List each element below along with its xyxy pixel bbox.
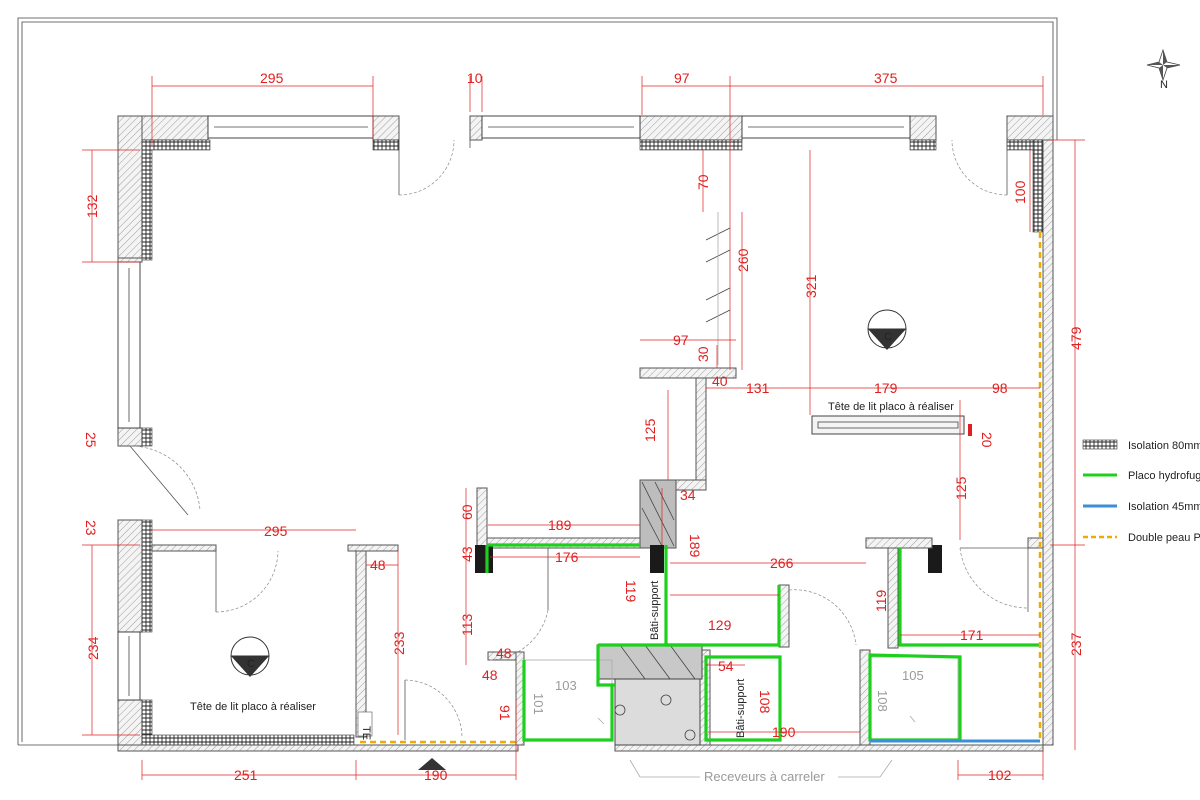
dim-179: 179 — [874, 380, 898, 396]
section-marker-left-label: C — [247, 658, 255, 670]
te-label: TE — [360, 726, 372, 740]
section-marker-right-label: C — [884, 331, 892, 343]
dim-101: 101 — [531, 693, 546, 715]
dim-125-right: 125 — [953, 476, 969, 500]
entrance-marker — [418, 758, 446, 770]
terrace-outline — [17, 17, 1058, 746]
bati-support-label-1: Bâti-support — [649, 581, 661, 640]
dim-171: 171 — [960, 627, 984, 643]
bed-head-right — [811, 415, 965, 435]
dim-132: 132 — [84, 194, 100, 218]
dim-103: 103 — [555, 678, 577, 693]
dim-233: 233 — [391, 631, 407, 655]
dim-237: 237 — [1068, 632, 1084, 656]
dim-125-left: 125 — [642, 418, 658, 442]
legend-label-isolation-80: Isolation 80mm — [1128, 440, 1200, 452]
dim-54: 54 — [718, 658, 734, 674]
dim-60: 60 — [459, 504, 475, 520]
dim-40: 40 — [712, 373, 728, 389]
dimension-lines — [82, 76, 1085, 780]
dim-190-in: 190 — [772, 724, 796, 740]
dim-119-b: 119 — [873, 589, 889, 612]
dim-321: 321 — [803, 274, 819, 298]
dim-251: 251 — [234, 767, 258, 783]
dim-48-b: 48 — [496, 645, 512, 661]
dim-108-a: 108 — [757, 690, 773, 714]
legend-label-isolation-45: Isolation 45mm — [1128, 501, 1200, 513]
windows — [117, 115, 911, 701]
dim-48-c: 48 — [482, 667, 498, 683]
dim-479: 479 — [1068, 326, 1084, 350]
grey-dimension-labels: 103 101 105 108 — [531, 668, 924, 715]
dim-295-bottom: 295 — [264, 523, 288, 539]
dim-10: 10 — [467, 70, 483, 86]
dim-189-h: 189 — [548, 517, 572, 533]
exterior-walls — [117, 115, 1054, 752]
section-marker-right: C — [867, 309, 907, 350]
north-label: N — [1160, 79, 1168, 91]
dim-23: 23 — [83, 520, 99, 536]
legend: Isolation 80mm Placo hydrofuge Isolation… — [1082, 439, 1200, 544]
dim-25: 25 — [83, 432, 99, 448]
dim-43: 43 — [459, 546, 475, 562]
dim-48-a: 48 — [370, 557, 386, 573]
north-arrow: N — [1146, 48, 1181, 91]
legend-swatch-isolation-80 — [1082, 439, 1118, 450]
dim-97-mid: 97 — [673, 332, 689, 348]
dim-30: 30 — [695, 346, 711, 362]
dim-260: 260 — [735, 248, 751, 272]
dim-375: 375 — [874, 70, 898, 86]
dim-113: 113 — [459, 613, 475, 636]
dim-97-top: 97 — [674, 70, 690, 86]
dim-190-bottom: 190 — [424, 767, 448, 783]
dim-131: 131 — [746, 380, 770, 396]
dim-189-v: 189 — [687, 534, 703, 558]
dim-295-top: 295 — [260, 70, 284, 86]
bed-head-label-right: Tête de lit placo à réaliser — [828, 401, 954, 413]
section-marker-left: C — [230, 636, 270, 677]
dim-100: 100 — [1012, 180, 1028, 204]
receveurs-label: Receveurs à carreler — [704, 769, 825, 784]
dim-176: 176 — [555, 549, 579, 565]
dim-70: 70 — [695, 174, 711, 190]
interior-walls — [151, 367, 1044, 746]
bed-head-label-left: Tête de lit placo à réaliser — [190, 701, 316, 713]
dim-34: 34 — [680, 487, 696, 503]
dim-119-a: 119 — [623, 580, 639, 603]
dim-20: 20 — [979, 432, 995, 448]
double-peau — [360, 232, 1042, 744]
bati-support-label-2: Bâti-support — [735, 679, 747, 738]
dim-108-grey: 108 — [875, 690, 890, 712]
legend-label-placo: Placo hydrofuge — [1128, 470, 1200, 482]
legend-label-double-peau: Double peau Pla — [1128, 532, 1200, 544]
dim-129: 129 — [708, 617, 732, 633]
dim-266: 266 — [770, 555, 794, 571]
doors — [129, 139, 1029, 740]
dim-105: 105 — [902, 668, 924, 683]
dimension-labels: 295 10 97 375 132 70 260 321 100 479 97 … — [83, 70, 1084, 783]
dim-234: 234 — [85, 636, 101, 660]
dim-91: 91 — [497, 705, 513, 721]
dim-102: 102 — [988, 767, 1012, 783]
dim-98: 98 — [992, 380, 1008, 396]
